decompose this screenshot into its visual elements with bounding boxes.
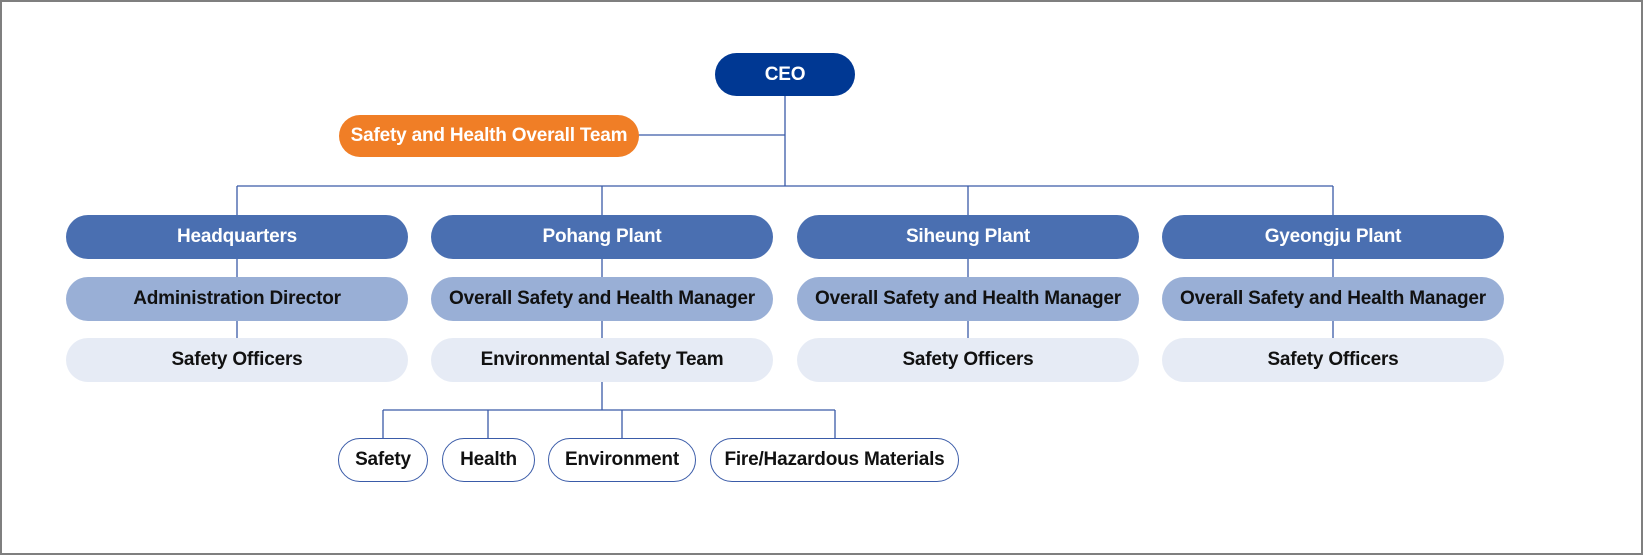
manager-node-headquarters: Administration Director (66, 277, 408, 321)
sub-team-environment: Environment (548, 438, 696, 482)
manager-node-siheung: Overall Safety and Health Manager (797, 277, 1139, 321)
team-node-headquarters: Safety Officers (66, 338, 408, 382)
site-node-headquarters: Headquarters (66, 215, 408, 259)
site-node-gyeongju: Gyeongju Plant (1162, 215, 1504, 259)
sub-team-fire-hazardous: Fire/Hazardous Materials (710, 438, 959, 482)
team-node-siheung: Safety Officers (797, 338, 1139, 382)
ceo-node: CEO (715, 53, 855, 96)
team-node-pohang: Environmental Safety Team (431, 338, 773, 382)
overall-team-node: Safety and Health Overall Team (339, 115, 639, 157)
sub-team-health: Health (442, 438, 535, 482)
team-node-gyeongju: Safety Officers (1162, 338, 1504, 382)
manager-node-gyeongju: Overall Safety and Health Manager (1162, 277, 1504, 321)
sub-team-safety: Safety (338, 438, 428, 482)
manager-node-pohang: Overall Safety and Health Manager (431, 277, 773, 321)
site-node-siheung: Siheung Plant (797, 215, 1139, 259)
site-node-pohang: Pohang Plant (431, 215, 773, 259)
